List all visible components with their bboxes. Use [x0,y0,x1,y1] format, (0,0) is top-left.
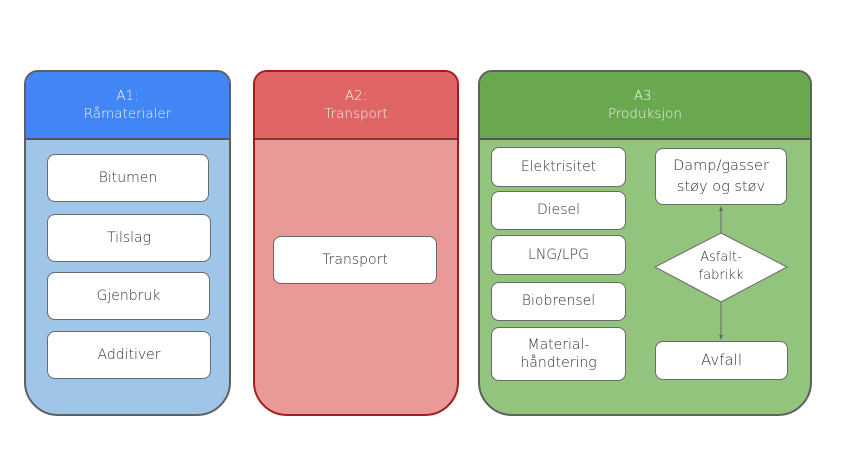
input-materialhandtering[interactable]: Material- håndtering [491,327,626,381]
panel-a3-code: A3: [633,88,657,104]
input-diesel[interactable]: Diesel [491,191,626,230]
item-gjenbruk[interactable]: Gjenbruk [47,272,210,320]
panel-a1-code: A1: [116,88,139,104]
panel-a2-code: A2: [344,88,368,104]
arrowhead-down-icon [719,335,723,340]
panel-a3-header: A3: Produksjon [480,72,810,140]
arrowhead-up-icon [719,206,723,211]
output-emissions[interactable]: Damp/gasser støy og støv [655,148,787,205]
output-waste[interactable]: Avfall [655,341,788,380]
item-transport[interactable]: Transport [273,236,437,284]
input-elektrisitet[interactable]: Elektrisitet [491,147,626,187]
item-bitumen[interactable]: Bitumen [47,154,209,202]
panel-a3-title: Produksjon [608,106,682,122]
input-lng-lpg[interactable]: LNG/LPG [491,235,626,275]
process-diamond[interactable] [653,232,789,303]
input-biobrensel[interactable]: Biobrensel [491,282,626,321]
panel-a1-title: Råmaterialer [83,106,172,122]
process-asfaltfabrikk-label: Asfalt- fabrikk [698,250,744,283]
panel-a2-header: A2: Transport [255,72,457,140]
panel-a1-header: A1: Råmaterialer [26,72,229,140]
panel-a2-title: Transport [324,106,388,122]
item-additiver[interactable]: Additiver [47,331,211,379]
item-tilslag[interactable]: Tilslag [47,214,211,262]
